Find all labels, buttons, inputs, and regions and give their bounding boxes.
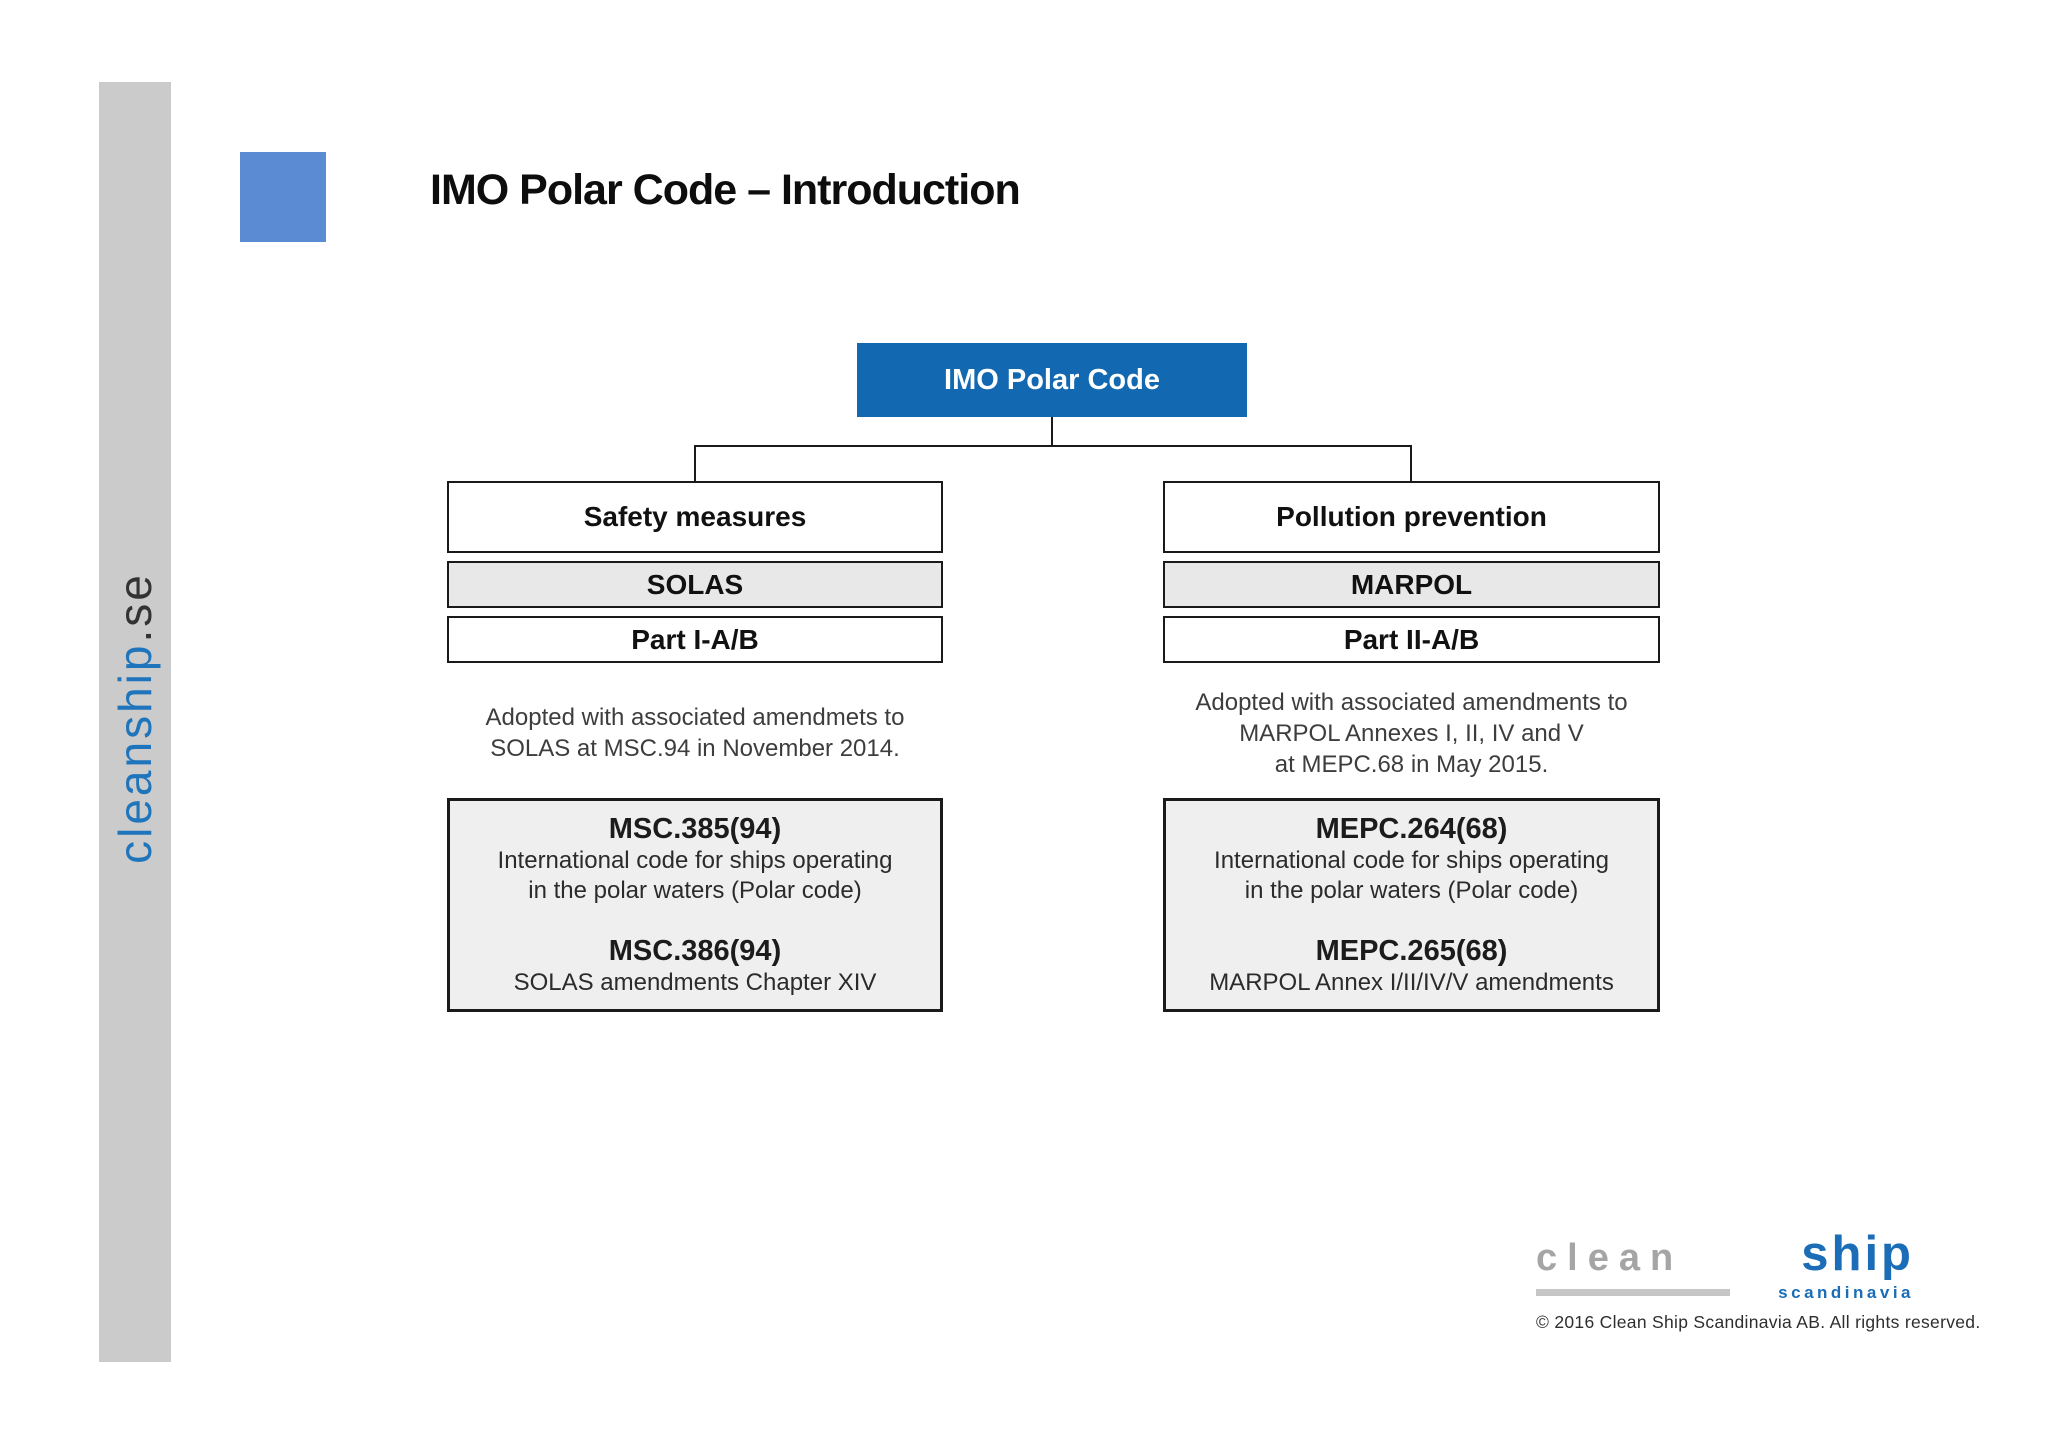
note-safety-line-1: Adopted with associated amendmets to (485, 704, 905, 731)
note-safety-line-2: SOLAS at MSC.94 in November 2014. (490, 735, 900, 762)
logo-word-clean: clean (1536, 1237, 1684, 1279)
resolution-code-mepc264: MEPC.264(68) (1315, 813, 1508, 845)
resolution-desc-line: SOLAS amendments Chapter XIV (513, 969, 877, 996)
resolution-desc-line: in the polar waters (Polar code) (1244, 877, 1579, 904)
connector-drop-right (1410, 445, 1412, 482)
footer: clean ship scandinavia © 2016 Clean Ship… (1536, 1230, 1981, 1333)
resolution-desc-line: International code for ships operating (1214, 847, 1609, 874)
logo-word-ship: ship (1801, 1227, 1914, 1281)
resolution-code-mepc265: MEPC.265(68) (1315, 935, 1508, 967)
node-marpol: MARPOL (1163, 561, 1660, 608)
note-pollution-line-1: Adopted with associated amendments to (1195, 689, 1628, 716)
node-pollution-prevention: Pollution prevention (1163, 481, 1660, 553)
company-logo: clean ship (1536, 1230, 1914, 1279)
connector-drop-left (694, 445, 696, 482)
resolution-code-msc386: MSC.386(94) (608, 935, 782, 967)
note-pollution: Adopted with associated amendments to MA… (1163, 687, 1660, 780)
resolution-box-safety: MSC.385(94) International code for ships… (447, 798, 943, 1012)
resolution-desc-line: International code for ships operating (497, 847, 893, 874)
note-pollution-line-2: MARPOL Annexes I, II, IV and V (1239, 720, 1584, 747)
title-accent-square (240, 152, 326, 242)
resolution-desc-line: in the polar waters (Polar code) (528, 877, 862, 904)
sidebar-strip (99, 82, 171, 1362)
note-safety: Adopted with associated amendmets to SOL… (447, 702, 943, 764)
sidebar-brand-suffix: .se (109, 572, 161, 643)
resolution-box-pollution: MEPC.264(68) International code for ship… (1163, 798, 1660, 1012)
node-solas: SOLAS (447, 561, 943, 608)
sidebar-brand-text: cleanship.se (105, 518, 165, 918)
resolution-desc-line: MARPOL Annex I/II/IV/V amendments (1209, 969, 1614, 996)
page-title: IMO Polar Code – Introduction (430, 166, 1021, 214)
connector-horizontal (694, 445, 1412, 447)
logo-underline-bar (1536, 1289, 1730, 1296)
node-safety-measures: Safety measures (447, 481, 943, 553)
logo-word-scandinavia: scandinavia (1778, 1283, 1914, 1302)
logo-subrow: scandinavia (1536, 1284, 1914, 1301)
node-part-2-ab: Part II-A/B (1163, 616, 1660, 663)
sidebar-brand-primary: cleanship (109, 642, 161, 864)
note-pollution-line-3: at MEPC.68 in May 2015. (1274, 751, 1549, 778)
copyright-text: © 2016 Clean Ship Scandinavia AB. All ri… (1536, 1312, 1981, 1332)
connector-root-stub (1051, 417, 1053, 447)
node-part-1-ab: Part I-A/B (447, 616, 943, 663)
root-node-imo-polar-code: IMO Polar Code (857, 343, 1247, 417)
resolution-code-msc385: MSC.385(94) (608, 813, 782, 845)
